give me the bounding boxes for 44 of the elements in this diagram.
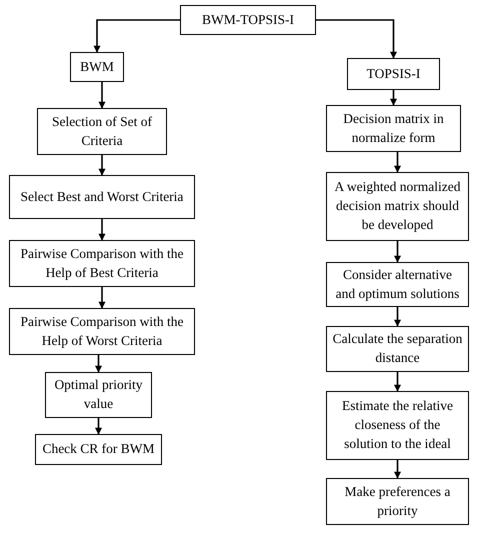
process-box [326, 478, 469, 525]
process-box [326, 105, 461, 152]
process-box [326, 172, 469, 241]
process-box [326, 262, 469, 307]
box-label: BWM [80, 58, 114, 76]
arrow [98, 219, 106, 241]
process-box [9, 308, 195, 355]
arrow [95, 418, 102, 435]
box-label: Selection of Set of Criteria [50, 112, 154, 150]
arrow [98, 155, 106, 176]
arrow [394, 241, 401, 263]
arrow [98, 82, 106, 109]
process-box [180, 5, 316, 35]
arrow [316, 19, 397, 59]
box-label: Pairwise Comparison with the Help of Best Criteria [19, 244, 185, 282]
box-label: Select Best and Worst Criteria [20, 188, 184, 206]
process-box [70, 52, 124, 82]
arrow [394, 152, 401, 173]
box-label: Estimate the relative closeness of the solution to the ideal [341, 397, 454, 453]
box-label: A weighted normalized decision matrix should be developed [334, 178, 462, 234]
process-box [326, 326, 469, 372]
process-box [45, 372, 152, 418]
box-label: Decision matrix in normalize form [342, 110, 445, 146]
box-label: Make preferences a priority [344, 482, 452, 520]
arrow [95, 355, 102, 373]
arrow [98, 287, 106, 309]
box-label: TOPSIS-I [366, 64, 420, 83]
box-label: BWM-TOPSIS-I [202, 10, 294, 29]
process-box [347, 58, 440, 90]
arrow [390, 90, 397, 106]
box-label: Check CR for BWM [42, 440, 155, 458]
arrow [394, 372, 401, 392]
process-box [9, 175, 195, 219]
process-box [37, 108, 167, 155]
box-label: Optimal priority value [53, 376, 144, 413]
process-box [9, 240, 195, 287]
process-box [326, 391, 469, 460]
box-label: Calculate the separation distance [332, 330, 463, 367]
arrow [94, 19, 180, 53]
arrow [394, 460, 401, 479]
process-box [35, 434, 162, 465]
box-label: Consider alternative and optimum solutions [334, 266, 460, 303]
arrow [394, 307, 401, 327]
box-label: Pairwise Comparison with the Help of Worst Criteria [19, 312, 185, 350]
